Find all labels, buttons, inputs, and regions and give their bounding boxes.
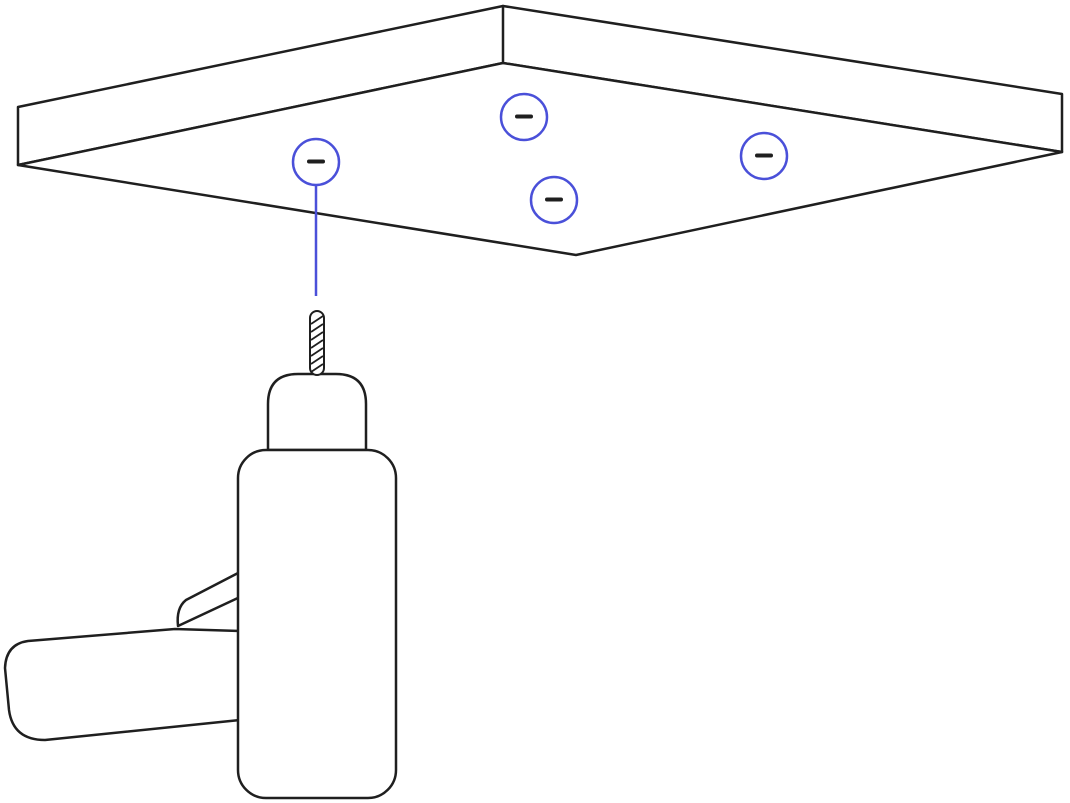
drill-body	[236, 448, 398, 800]
hole-marker-left	[291, 137, 341, 187]
hole-slot-icon	[545, 197, 563, 202]
hole-slot-icon	[755, 153, 773, 158]
ceiling-plate	[16, 4, 1064, 257]
drill-chuck	[266, 372, 368, 452]
hole-marker-center	[529, 175, 579, 225]
drill-bit-icon	[309, 310, 325, 376]
hole-marker-top	[499, 92, 549, 142]
hole-marker-right	[739, 131, 789, 181]
hole-slot-icon	[307, 159, 325, 164]
power-drill	[3, 310, 398, 800]
drill-handle	[3, 627, 242, 742]
plate-bottom-face	[16, 61, 1064, 257]
drill-trigger	[176, 570, 242, 628]
hole-slot-icon	[515, 114, 533, 119]
